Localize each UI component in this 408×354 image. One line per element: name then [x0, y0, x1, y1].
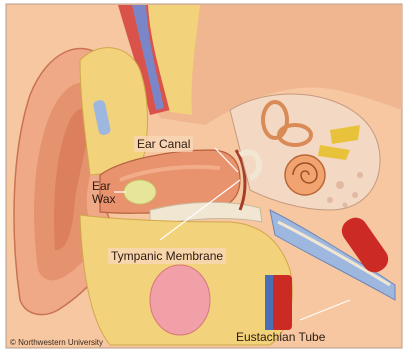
- artery-lower: [270, 275, 292, 330]
- ear-wax-blob: [124, 180, 156, 204]
- ear-wax-label: Ear Wax: [92, 180, 116, 206]
- vein-lower: [265, 275, 273, 330]
- tympanic-membrane-label: Tympanic Membrane: [108, 248, 226, 264]
- ear-wax-label-line2: Wax: [92, 193, 116, 206]
- copyright-text: © Northwestern University: [10, 336, 103, 350]
- cartilage-upper: [80, 48, 148, 175]
- ear-canal-label: Ear Canal: [134, 136, 193, 152]
- eustachian-tube-label: Eustachian Tube: [236, 330, 325, 344]
- parotid-gland: [150, 265, 210, 335]
- cochlea: [285, 155, 325, 195]
